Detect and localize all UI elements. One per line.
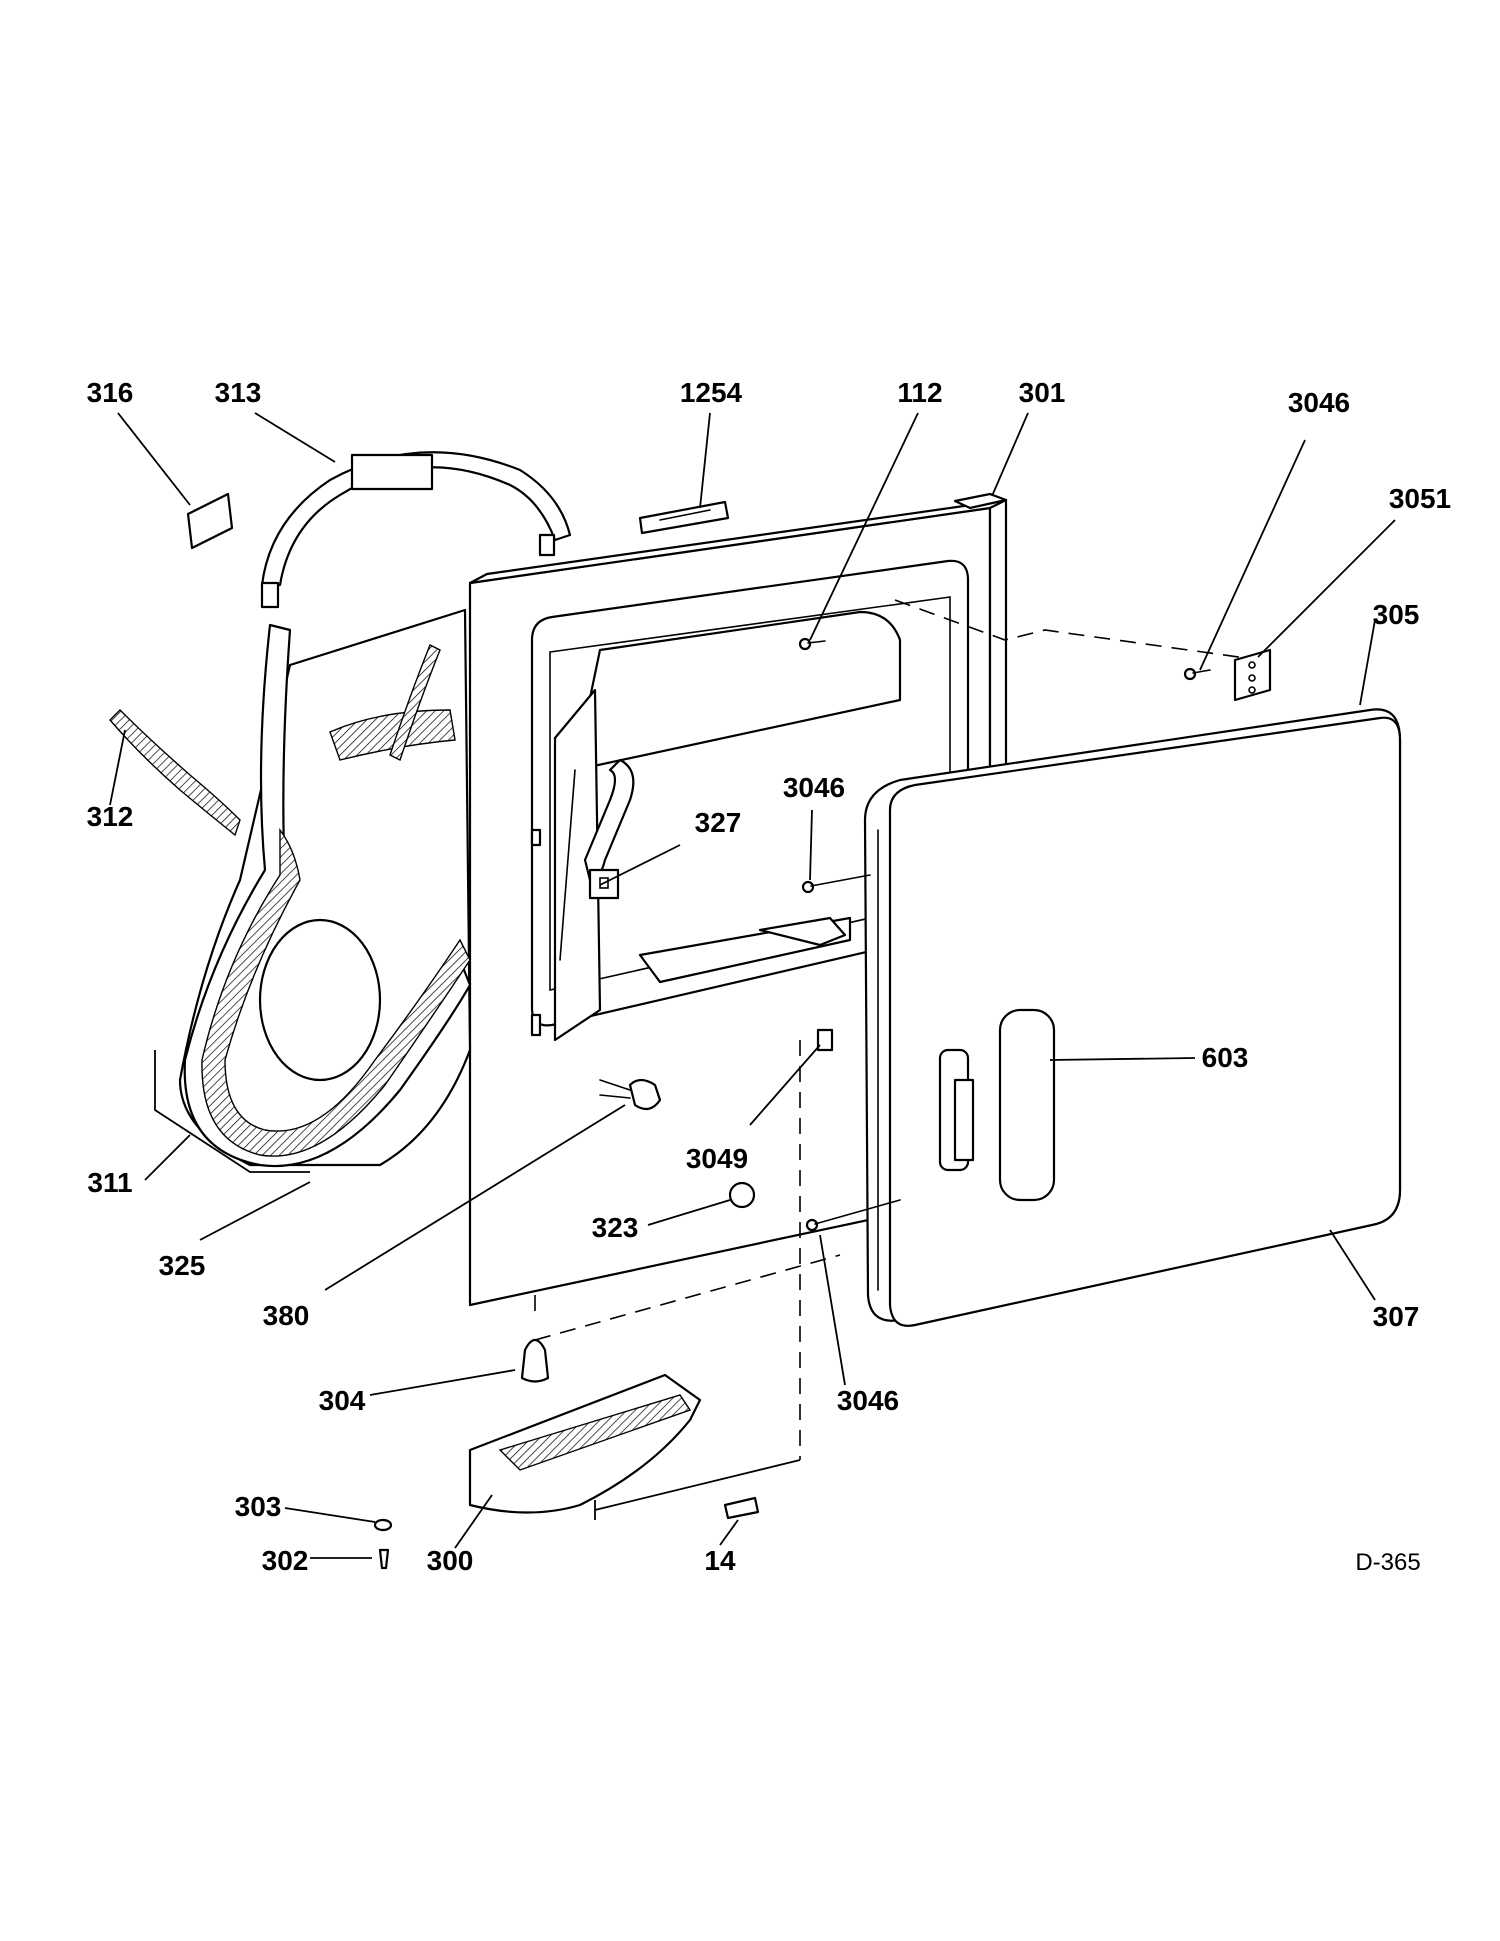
callout-3046-top: 3046 xyxy=(1288,387,1350,418)
callout-304: 304 xyxy=(319,1385,366,1416)
callout-603: 603 xyxy=(1202,1042,1249,1073)
lint-filter-cover-part xyxy=(638,500,730,535)
callout-3046-bottom: 3046 xyxy=(837,1385,899,1416)
callout-3046-mid: 3046 xyxy=(783,772,845,803)
small-hardware-parts xyxy=(373,637,1272,1570)
callout-311: 311 xyxy=(87,1167,132,1198)
leader-lines xyxy=(109,412,1396,1559)
callout-112: 112 xyxy=(897,377,942,408)
callout-302: 302 xyxy=(262,1545,309,1576)
group-brackets xyxy=(154,1050,801,1520)
callout-301: 301 xyxy=(1019,377,1066,408)
callout-14: 14 xyxy=(704,1545,736,1576)
callout-labels: 316 313 1254 112 301 3046 3051 305 312 3… xyxy=(87,377,1452,1576)
callout-307: 307 xyxy=(1373,1301,1420,1332)
callout-1254: 1254 xyxy=(680,377,743,408)
callout-312: 312 xyxy=(87,801,134,832)
drum-bearing-assembly-part xyxy=(109,451,572,1168)
door-assembly-part xyxy=(863,708,1402,1327)
callout-303: 303 xyxy=(235,1491,282,1522)
dashed-reference-lines xyxy=(534,599,1261,1460)
diagram-code: D-365 xyxy=(1355,1549,1420,1576)
callout-327: 327 xyxy=(695,807,742,838)
callout-3049: 3049 xyxy=(686,1143,748,1174)
callout-305: 305 xyxy=(1373,599,1420,630)
callout-300: 300 xyxy=(427,1545,474,1576)
callout-325: 325 xyxy=(159,1250,206,1281)
callout-380: 380 xyxy=(263,1300,310,1331)
callout-323: 323 xyxy=(592,1212,639,1243)
callout-313: 313 xyxy=(215,377,262,408)
callout-316: 316 xyxy=(87,377,134,408)
callout-3051: 3051 xyxy=(1389,483,1451,514)
